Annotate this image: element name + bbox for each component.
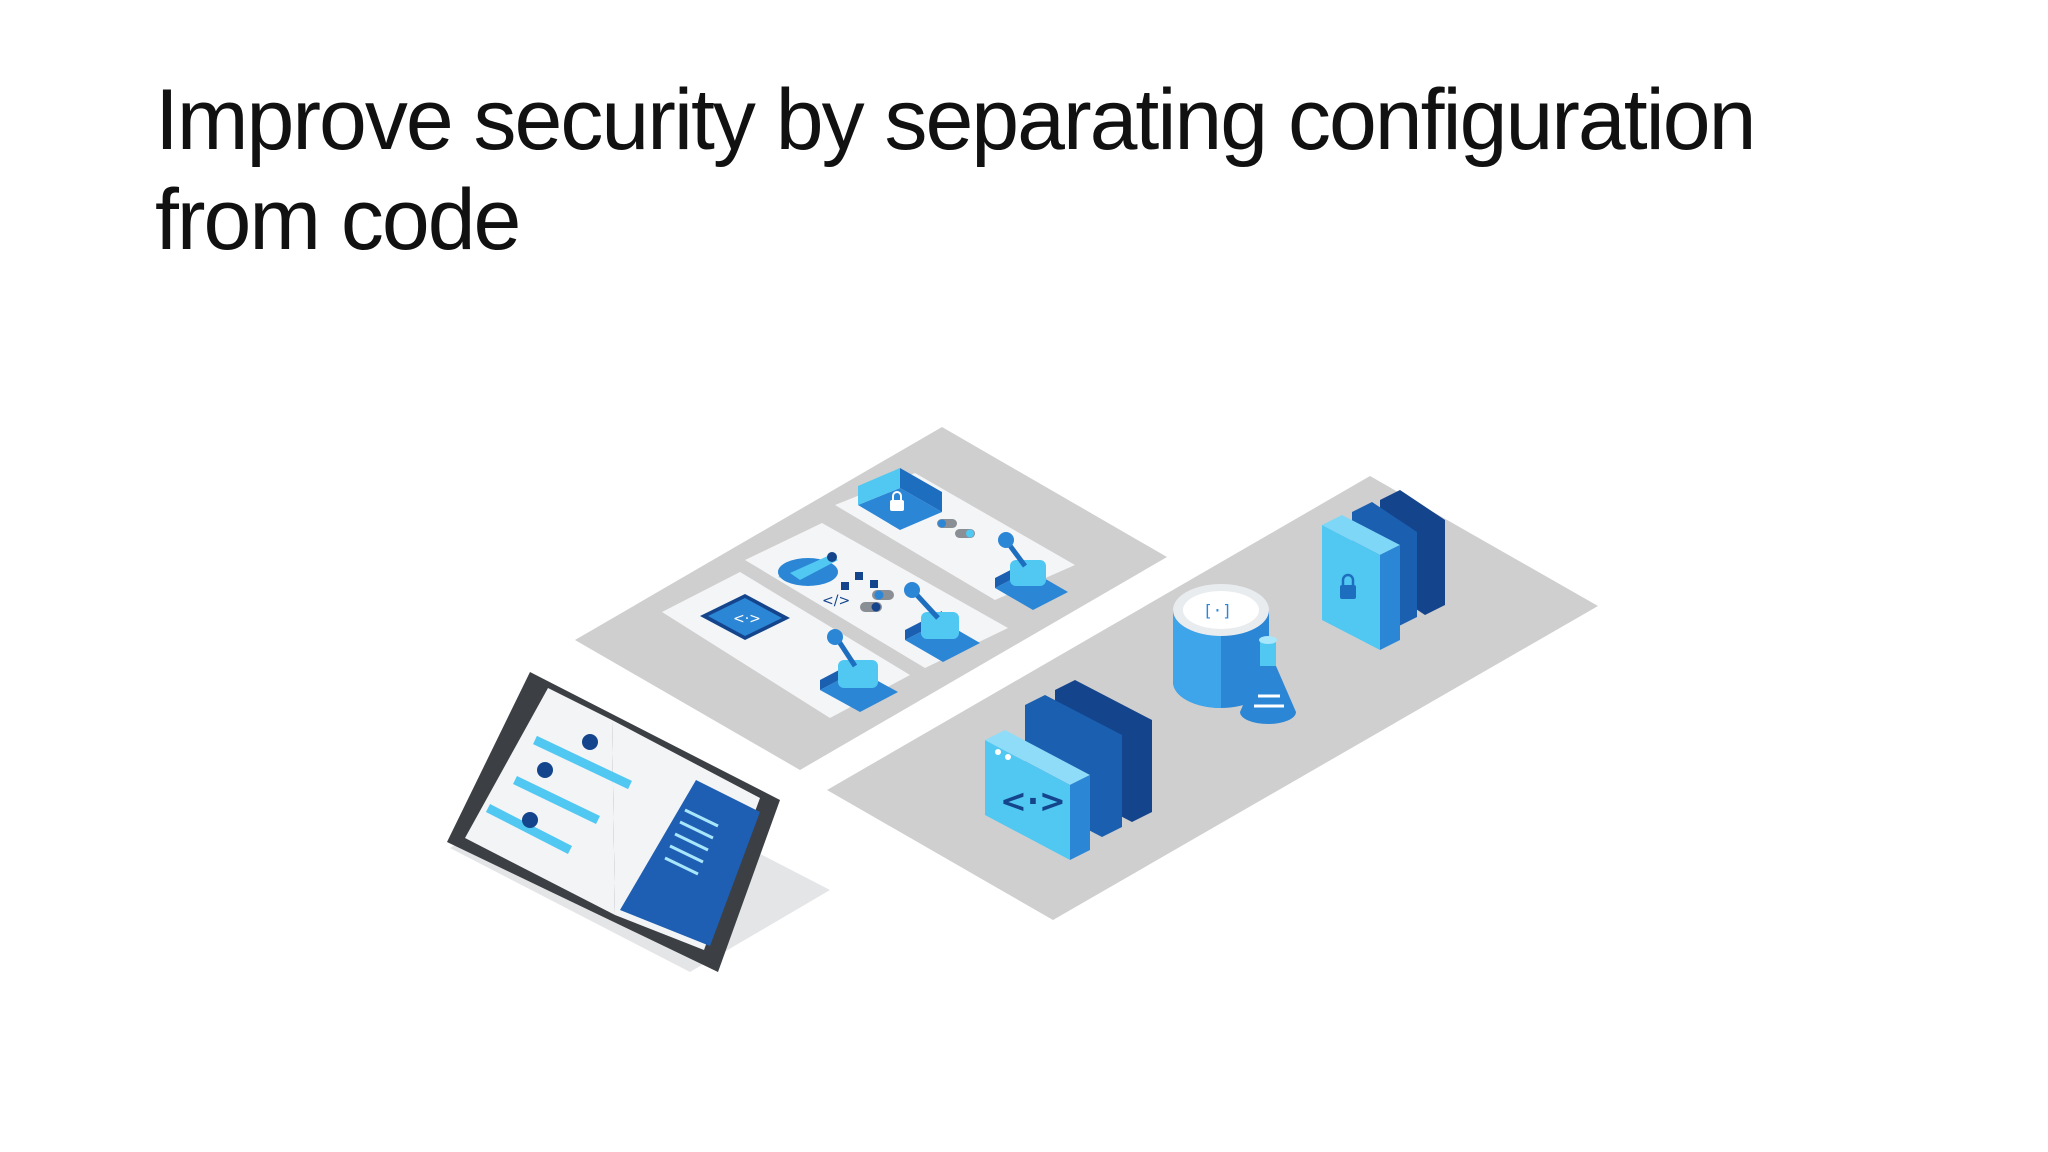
locked-document-stack-icon: [1322, 490, 1445, 650]
svg-text:</>: </>: [822, 593, 850, 609]
lever-icon-middle: [904, 582, 980, 662]
flask-icon-card: [778, 552, 838, 586]
tablet-settings-icon: [447, 672, 830, 972]
lever-icon-top: [995, 532, 1068, 610]
switch-pills-middle-icon: [860, 590, 894, 612]
lever-icon-bottom: [820, 629, 898, 712]
code-window-stack-icon: <·>: [985, 680, 1152, 860]
code-dots-icon: </>: [822, 572, 878, 609]
slide-title: Improve security by separating configura…: [155, 72, 1756, 268]
flask-icon: [1240, 636, 1296, 724]
svg-text:<·>: <·>: [1000, 782, 1066, 820]
svg-text:[·]: [·]: [1203, 601, 1232, 620]
lock-card-icon: [858, 468, 942, 530]
database-icon: [·]: [1173, 584, 1269, 708]
svg-text:<·>: <·>: [733, 611, 761, 627]
switch-pills-icon: [937, 519, 975, 538]
code-window-card-icon: <·>: [700, 594, 790, 640]
